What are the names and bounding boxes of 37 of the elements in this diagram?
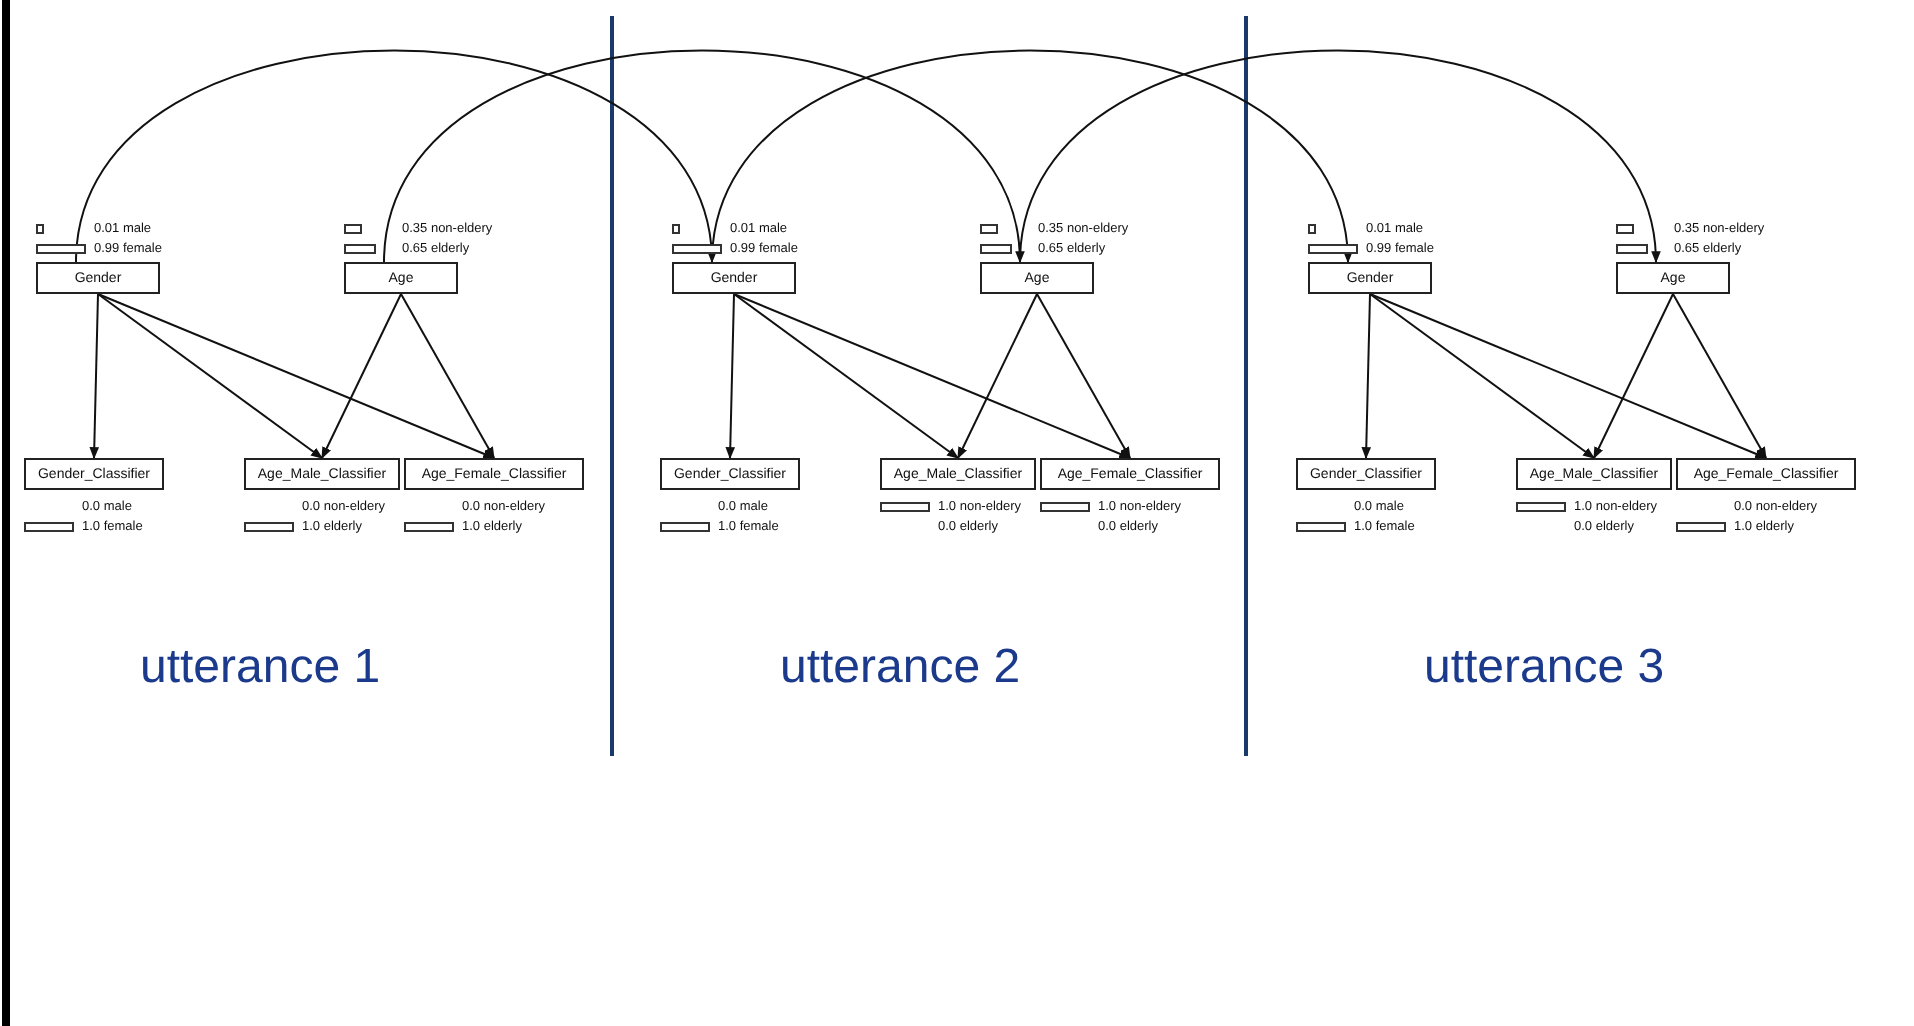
arrow: [383, 49, 1023, 264]
node-box: [36, 262, 160, 294]
arrow: [711, 49, 1351, 264]
arrow: [321, 293, 402, 460]
node-box: [1676, 458, 1856, 490]
panel-caption: utterance 2: [780, 640, 1021, 696]
arrow: [1019, 49, 1659, 264]
arrow: [97, 293, 496, 459]
arrow: [1369, 293, 1595, 459]
panel-caption: utterance 1: [140, 640, 381, 696]
node-box: [24, 458, 164, 490]
arrow: [1369, 293, 1768, 459]
node-box: [1296, 458, 1436, 490]
arrow: [1593, 293, 1674, 460]
arrow: [75, 49, 715, 264]
arrow: [1361, 293, 1372, 460]
node-box: [880, 458, 1036, 490]
arrow: [97, 293, 323, 459]
node-box: [980, 262, 1094, 294]
node-box: [244, 458, 400, 490]
arrow: [1672, 293, 1767, 460]
arrow: [733, 293, 959, 459]
arrow: [725, 293, 736, 460]
panel-caption: utterance 3: [1424, 640, 1665, 696]
arrow: [1036, 293, 1131, 460]
arrow: [89, 293, 100, 460]
node-box: [1308, 262, 1432, 294]
node-box: [344, 262, 458, 294]
node-box: [672, 262, 796, 294]
node-box: [404, 458, 584, 490]
node-box: [1516, 458, 1672, 490]
arrow: [957, 293, 1038, 460]
node-box: [1616, 262, 1730, 294]
arrow: [400, 293, 495, 460]
node-box: [660, 458, 800, 490]
node-box: [1040, 458, 1220, 490]
arrow: [733, 293, 1132, 459]
